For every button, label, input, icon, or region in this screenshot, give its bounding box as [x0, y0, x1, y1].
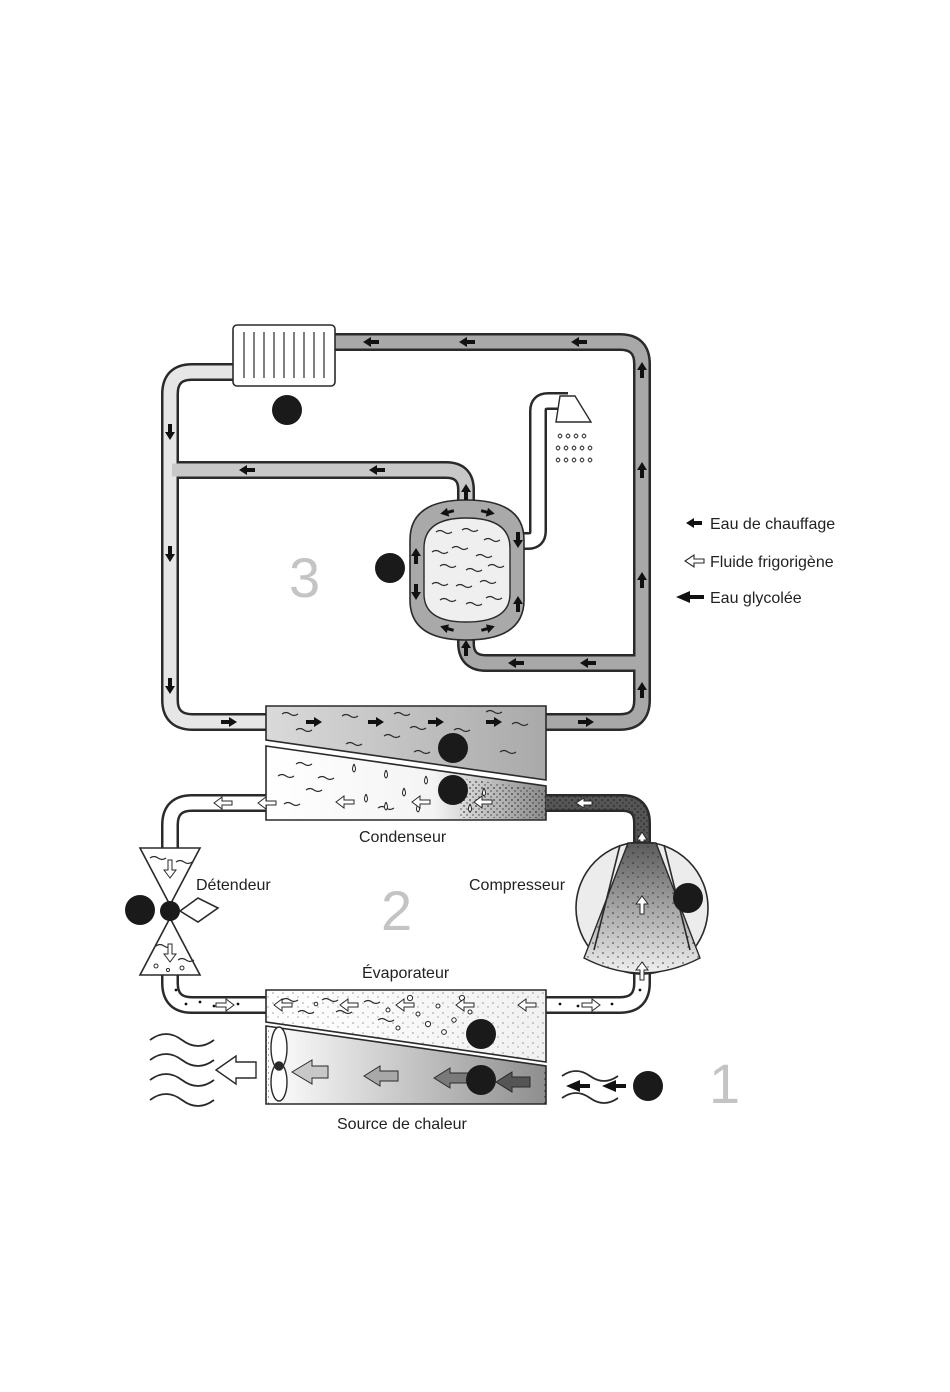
marker-source-inflow: [633, 1071, 663, 1101]
label-condenser: Condenseur: [359, 829, 447, 846]
legend: Eau de chauffage Fluide frigorigène Eau …: [676, 516, 835, 607]
hot-water-tank: [410, 500, 524, 640]
legend-refrigerant-arrow-icon: [685, 555, 704, 567]
marker-evaporator: [466, 1019, 496, 1049]
marker-compressor: [673, 883, 703, 913]
exhaust-air: [150, 1034, 256, 1106]
condenser: [266, 706, 546, 820]
legend-heating-water-arrow-icon: [686, 518, 702, 528]
marker-condenser-refrigerant: [438, 775, 468, 805]
label-heat-source: Source de chaleur: [337, 1116, 468, 1133]
shower-icon: [556, 396, 592, 462]
label-expansion-valve: Détendeur: [196, 877, 271, 894]
marker-condenser-water: [438, 733, 468, 763]
radiator: [233, 325, 335, 386]
marker-radiator: [272, 395, 302, 425]
incoming-source: [562, 1071, 626, 1103]
label-evaporator: Évaporateur: [362, 963, 450, 982]
legend-glycol-water-arrow-icon: [676, 591, 704, 603]
marker-tank: [375, 553, 405, 583]
label-compressor: Compresseur: [469, 877, 566, 894]
legend-refrigerant: Fluide frigorigène: [710, 554, 834, 571]
marker-expansion-valve: [125, 895, 155, 925]
legend-heating-water: Eau de chauffage: [710, 516, 835, 533]
legend-glycol-water: Eau glycolée: [710, 590, 802, 607]
fan-icon: [271, 1027, 287, 1101]
marker-heat-source: [466, 1065, 496, 1095]
zone-number-1: 1: [709, 1052, 740, 1115]
zone-number-3: 3: [289, 546, 320, 609]
zone-number-2: 2: [381, 879, 412, 942]
